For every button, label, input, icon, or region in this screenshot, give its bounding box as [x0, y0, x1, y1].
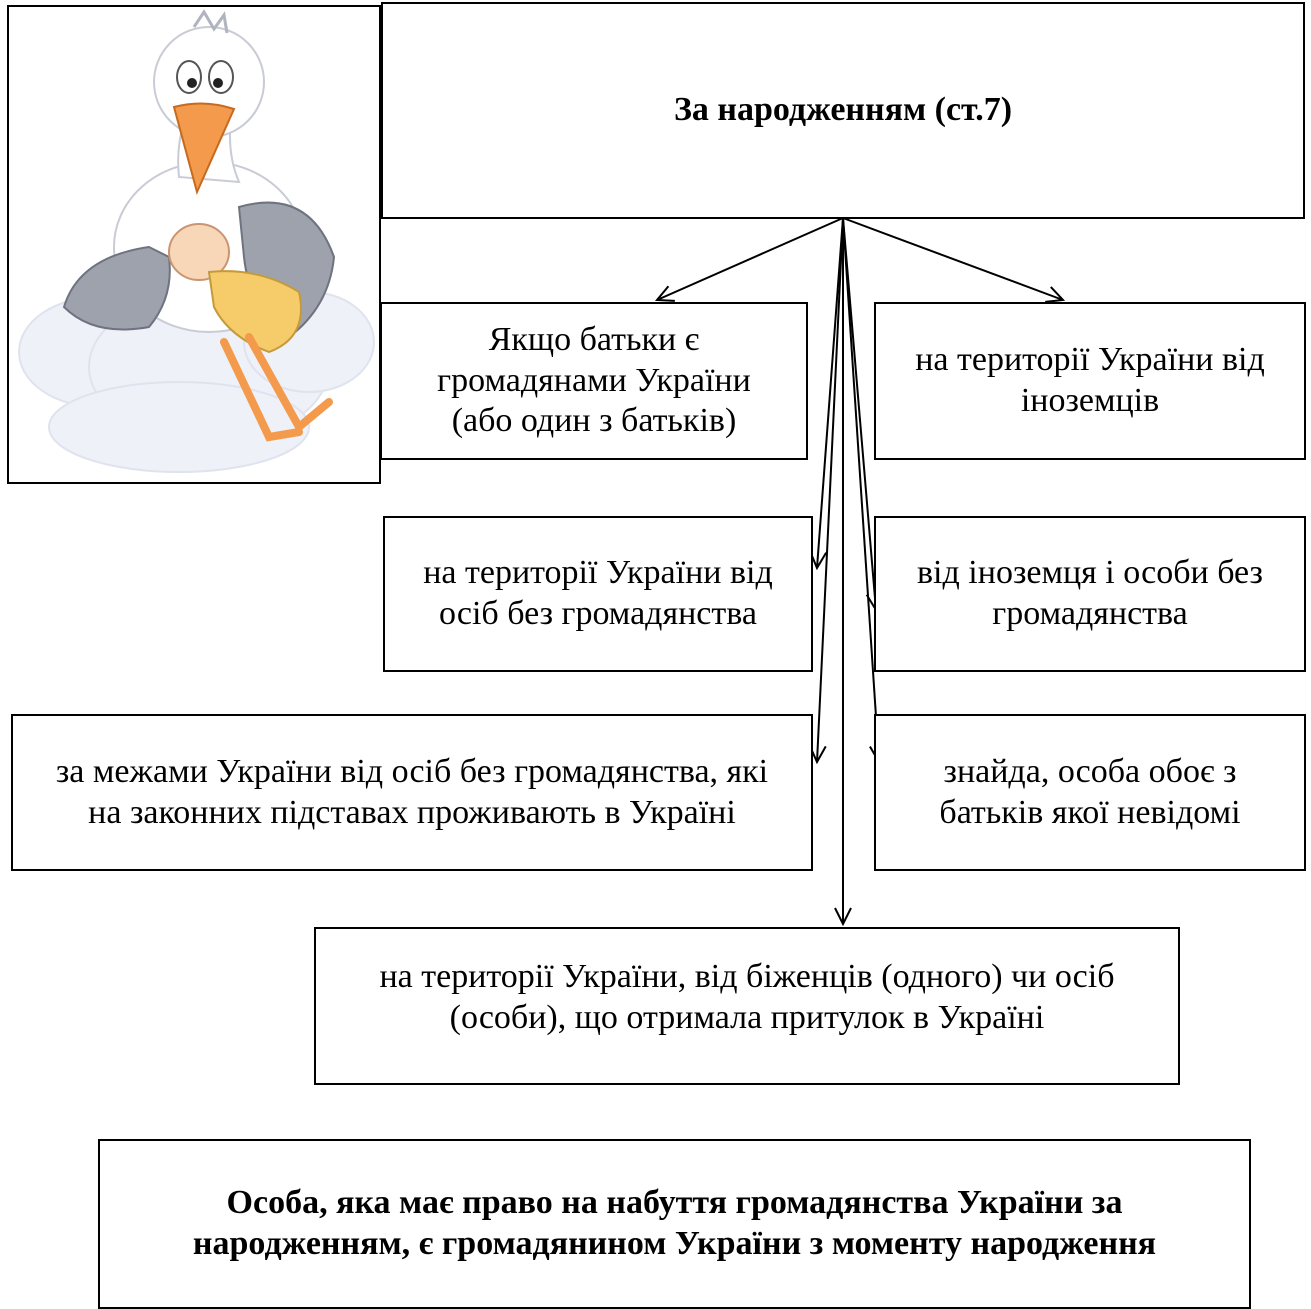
- condition-text: від іноземця і особи без громадянства: [917, 554, 1263, 632]
- condition-text: на території України від осіб без громад…: [423, 554, 773, 632]
- condition-text: на території України, від біженців (одно…: [379, 958, 1115, 1036]
- title-box: За народженням (ст.7): [381, 2, 1305, 219]
- arrow-to-foreigner-stateless: [842, 217, 876, 610]
- arrow-to-foundling: [842, 217, 879, 762]
- condition-text: Якщо батьки є громадянами України (або о…: [437, 320, 751, 440]
- condition-text: за межами України від осіб без громадянс…: [55, 752, 769, 831]
- title-text: За народженням (ст.7): [673, 91, 1013, 129]
- conclusion-box: Особа, яка має право на набуття громадян…: [98, 1139, 1251, 1309]
- condition-refugees: на території України, від біженців (одно…: [314, 927, 1180, 1085]
- stork-with-baby-icon: [18, 9, 375, 473]
- condition-abroad-stateless: за межами України від осіб без громадянс…: [11, 714, 813, 871]
- condition-foundling: знайда, особа обоє з батьків якої невідо…: [874, 714, 1306, 871]
- condition-parents-citizens: Якщо батьки є громадянами України (або о…: [380, 302, 808, 460]
- condition-text: на території України від іноземців: [915, 341, 1265, 419]
- conclusion-text: Особа, яка має право на набуття громадян…: [192, 1184, 1157, 1262]
- condition-foreigners: на території України від іноземців: [874, 302, 1306, 460]
- arrow-to-parents: [657, 217, 844, 300]
- condition-text: знайда, особа обоє з батьків якої невідо…: [939, 752, 1241, 831]
- stork-illustration: [7, 5, 381, 484]
- arrow-to-foreigners: [842, 217, 1063, 300]
- condition-foreigner-and-stateless: від іноземця і особи без громадянства: [874, 516, 1306, 672]
- arrow-to-stateless: [817, 217, 844, 568]
- arrow-to-abroad-stateless: [817, 217, 844, 762]
- condition-stateless: на території України від осіб без громад…: [383, 516, 813, 672]
